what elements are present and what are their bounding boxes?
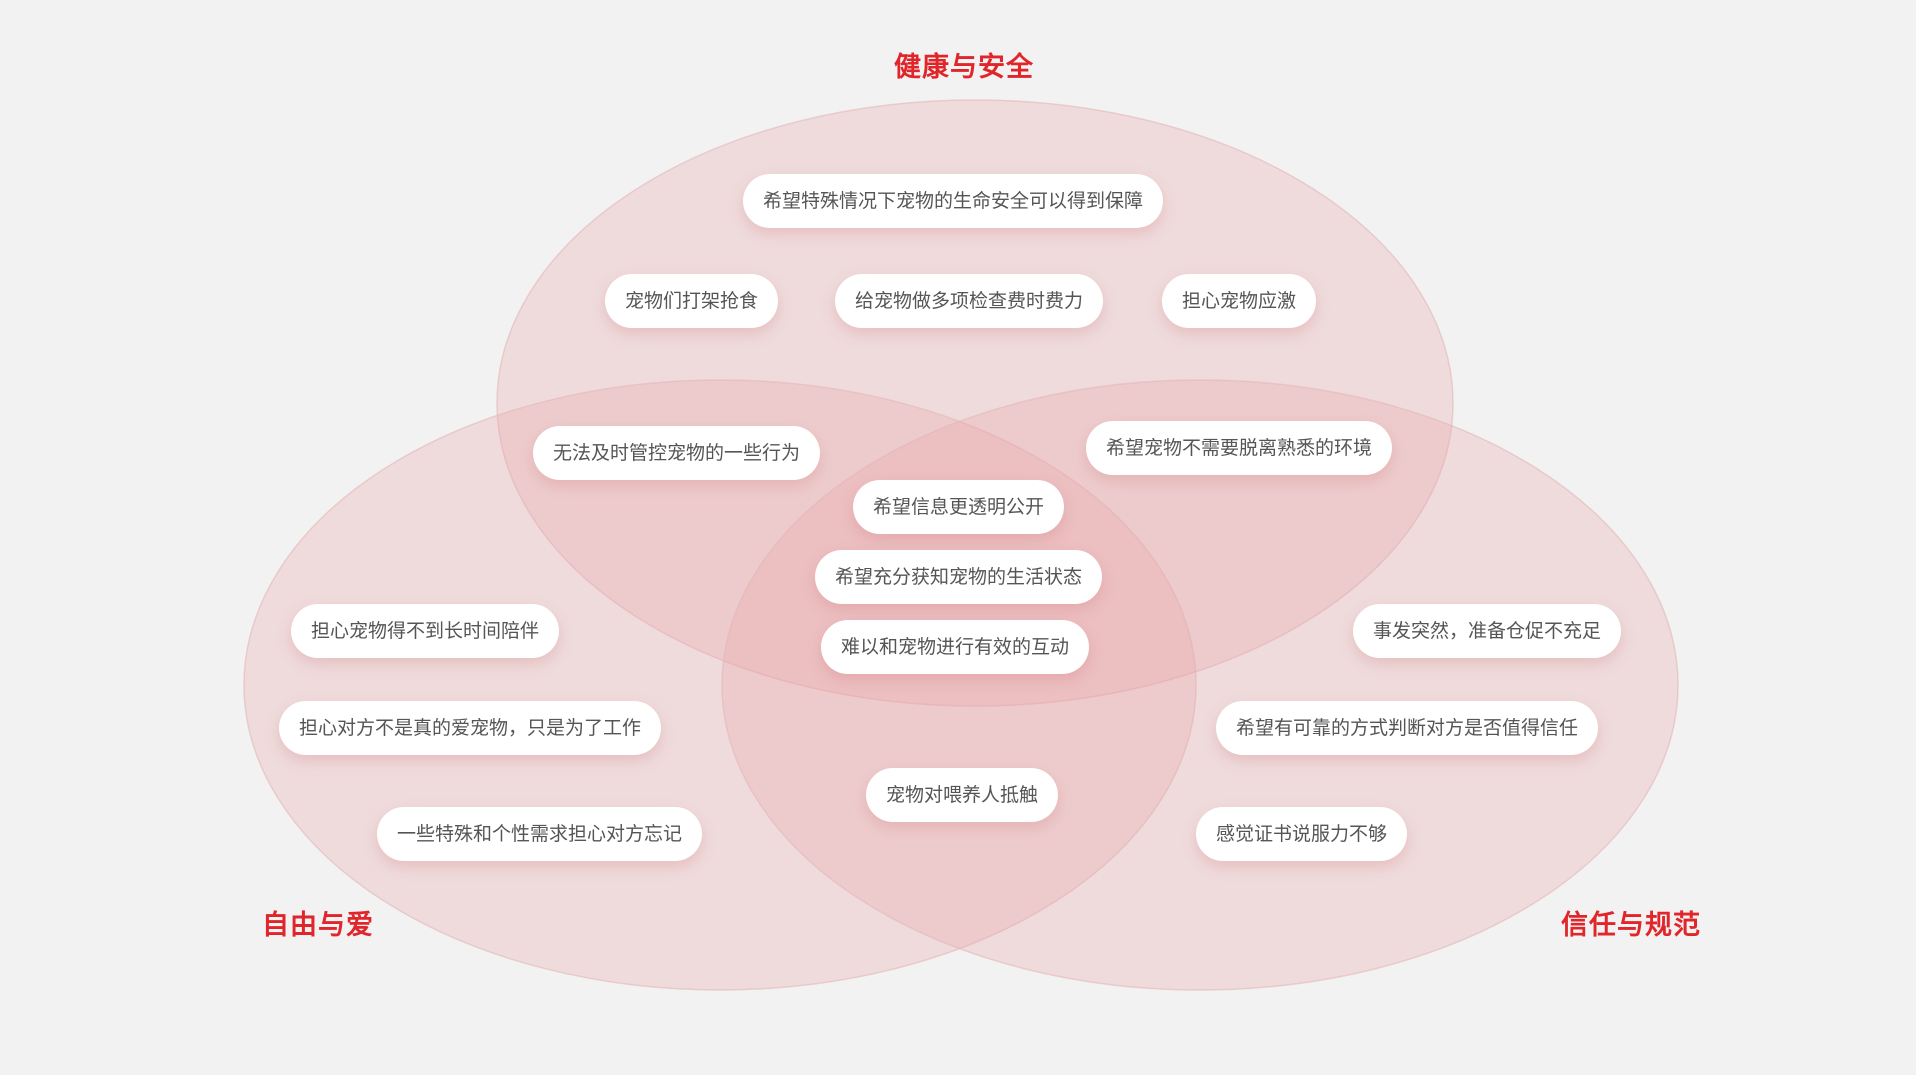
need-item: 担心宠物得不到长时间陪伴	[291, 604, 560, 658]
set-circle-health-safety	[496, 99, 1454, 707]
need-item: 难以和宠物进行有效的互动	[821, 620, 1090, 674]
need-item: 给宠物做多项检查费时费力	[835, 274, 1104, 328]
need-item: 感觉证书说服力不够	[1196, 807, 1408, 861]
set-title-freedom-love: 自由与爱	[262, 910, 374, 941]
need-item: 宠物对喂养人抵触	[866, 768, 1059, 822]
need-item: 希望特殊情况下宠物的生命安全可以得到保障	[743, 174, 1164, 228]
need-item: 事发突然，准备仓促不充足	[1353, 604, 1622, 658]
need-item: 一些特殊和个性需求担心对方忘记	[377, 807, 703, 861]
need-item: 担心对方不是真的爱宠物，只是为了工作	[279, 701, 662, 755]
set-title-health-safety: 健康与安全	[894, 52, 1034, 83]
need-item: 希望有可靠的方式判断对方是否值得信任	[1216, 701, 1599, 755]
need-item: 希望充分获知宠物的生活状态	[815, 550, 1103, 604]
need-item: 无法及时管控宠物的一些行为	[533, 426, 821, 480]
need-item: 希望宠物不需要脱离熟悉的环境	[1086, 421, 1393, 475]
need-item: 宠物们打架抢食	[605, 274, 779, 328]
need-item: 希望信息更透明公开	[853, 480, 1065, 534]
need-item: 担心宠物应激	[1162, 274, 1317, 328]
set-title-trust-norms: 信任与规范	[1561, 910, 1701, 941]
